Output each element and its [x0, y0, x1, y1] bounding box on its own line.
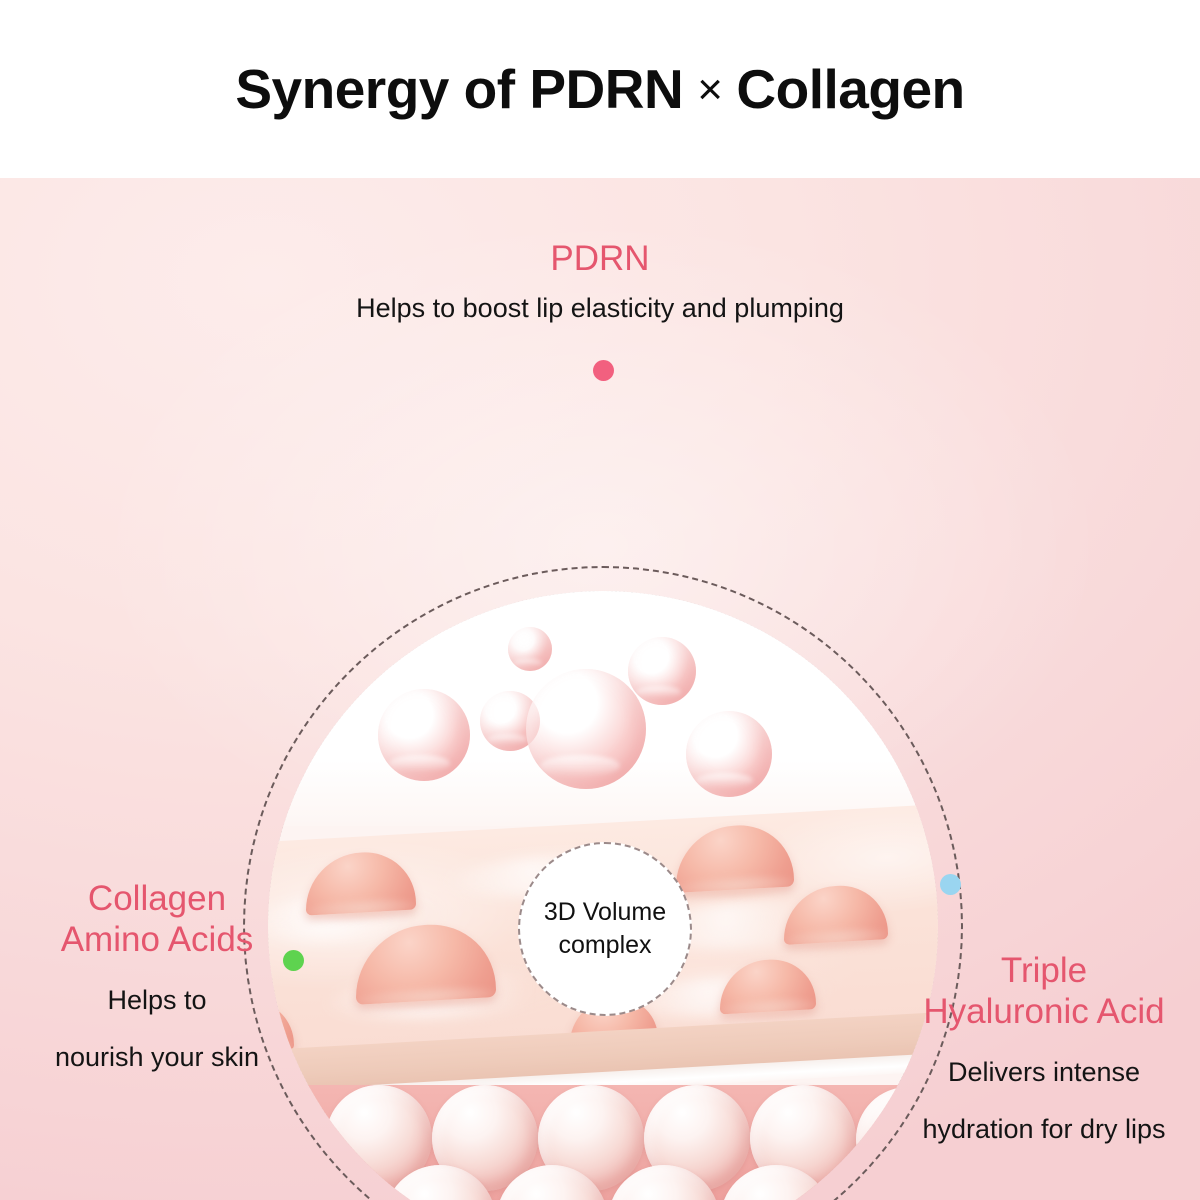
ingredient-description-ha-line2: hydration for dry lips [922, 1114, 1166, 1145]
marker-dot-hyaluronic-acid [940, 874, 961, 895]
plump-dome [784, 883, 888, 945]
ingredient-description-ha-line1: Delivers intense [947, 1056, 1141, 1087]
ingredient-description-collagen-line2: nourish your skin [54, 1042, 260, 1073]
page-header: Synergy of PDRN × Collagen [0, 0, 1200, 178]
ingredient-label-collagen: Collagen Amino Acids Helps to nourish yo… [12, 878, 302, 1076]
ingredient-description-collagen-line1: Helps to [107, 984, 207, 1015]
bubble-small-left [268, 719, 304, 763]
infographic-stage: 3D Volume complex PDRN Helps to boost li… [0, 178, 1200, 1200]
ingredient-label-hyaluronic-acid: Triple Hyaluronic Acid Delivers intense … [894, 950, 1194, 1148]
multiply-icon: × [697, 65, 723, 114]
center-badge-line1: 3D Volume [543, 897, 667, 926]
bubble-tiny-top [508, 627, 552, 671]
bubble-large-center [526, 669, 646, 789]
page-title: Synergy of PDRN × Collagen [235, 57, 965, 121]
ingredient-description-pdrn: Helps to boost lip elasticity and plumpi… [356, 293, 844, 324]
ingredient-name-ha-line1: Triple [1000, 951, 1088, 990]
collagen-sphere-bed [268, 1085, 938, 1200]
center-badge-line2: complex [558, 931, 652, 959]
bubble-medium-upper-right [628, 637, 696, 705]
marker-dot-pdrn [593, 360, 614, 381]
ingredient-name-collagen-line1: Collagen [87, 879, 227, 918]
bubble-medium-right [686, 711, 772, 797]
ingredient-name-pdrn: PDRN [550, 239, 650, 278]
ingredient-name-collagen-line2: Amino Acids [60, 920, 254, 960]
skin-cross-section-illustration [268, 591, 938, 1200]
plump-dome [720, 957, 816, 1015]
page-title-right: Collagen [736, 58, 965, 120]
marker-dot-collagen [283, 950, 304, 971]
center-badge-3d-volume-complex: 3D Volume complex [518, 842, 692, 1016]
plump-dome [676, 822, 794, 893]
page-title-left: Synergy of PDRN [235, 58, 684, 120]
bubble-medium-left [378, 689, 470, 781]
ingredient-label-pdrn: PDRN Helps to boost lip elasticity and p… [0, 238, 1200, 327]
plump-dome [306, 849, 416, 916]
ingredient-name-ha-line2: Hyaluronic Acid [923, 992, 1165, 1032]
